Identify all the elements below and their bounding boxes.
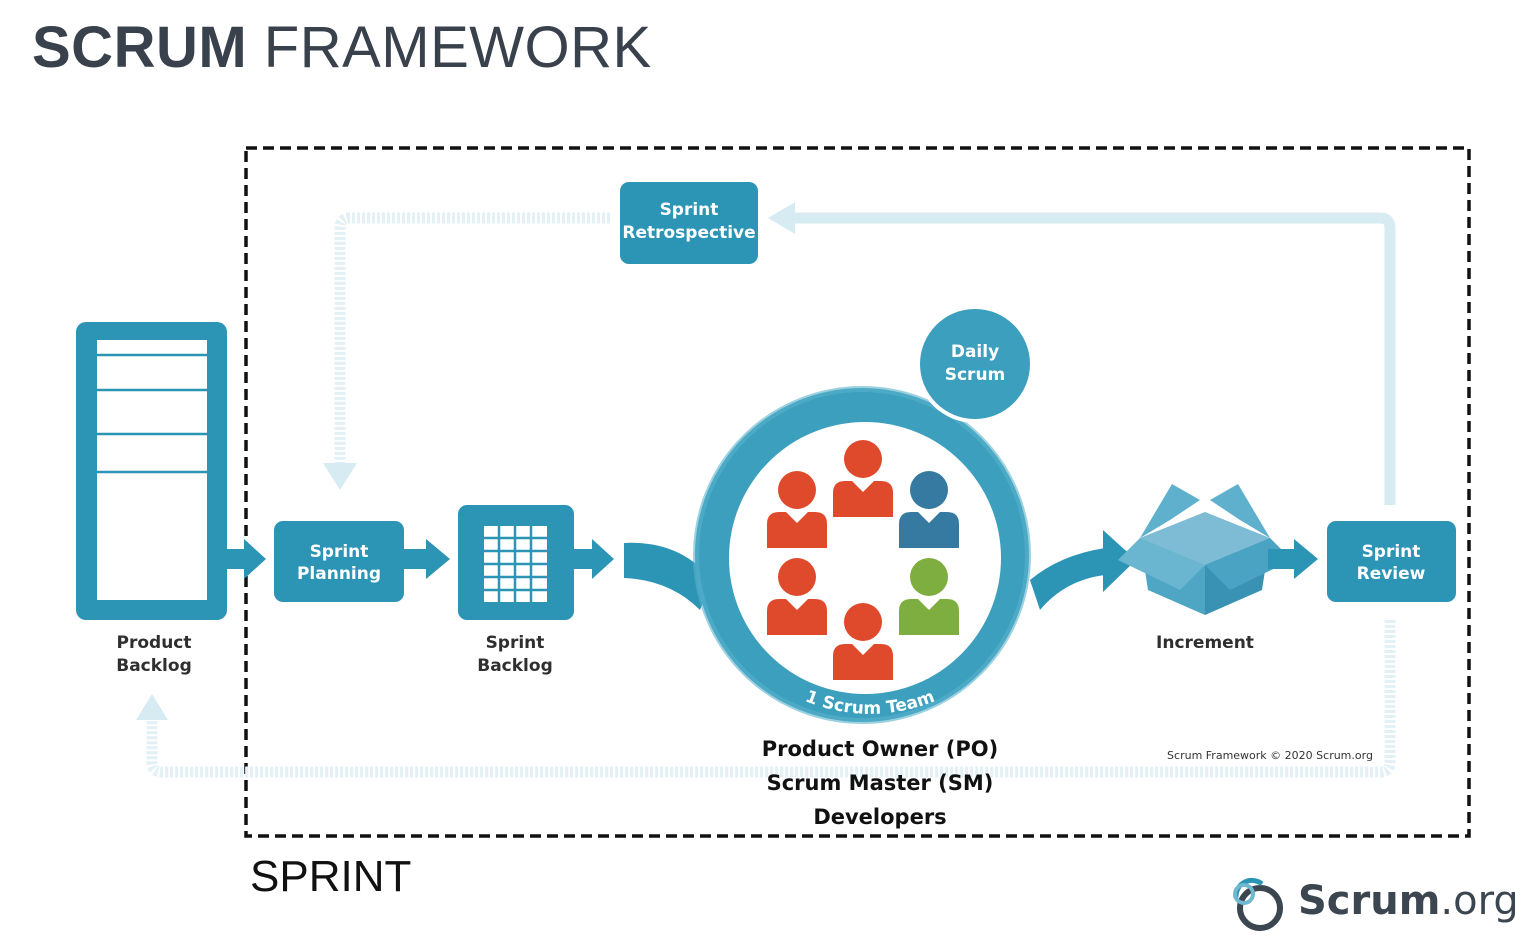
copyright-text: Scrum Framework © 2020 Scrum.org: [1167, 749, 1373, 762]
role-developers: Developers: [813, 805, 947, 829]
increment-box-icon: [1118, 484, 1292, 615]
arrow-backlog-to-sprint: [574, 539, 614, 579]
increment-label: Increment: [1156, 633, 1254, 653]
sprint-retrospective-label-1: Sprint: [660, 200, 719, 220]
person-icon: [833, 440, 893, 517]
sprint-review-label-1: Sprint: [1362, 542, 1421, 562]
arrow-increment-to-review: [1268, 539, 1318, 579]
title-rest: FRAMEWORK: [263, 15, 652, 80]
person-icon: [899, 471, 959, 548]
sprint-backlog-label-1: Sprint: [486, 633, 545, 653]
product-backlog-icon: [76, 322, 227, 620]
product-backlog-label-2: Backlog: [116, 656, 192, 676]
scrum-team-members: [767, 440, 959, 680]
daily-scrum-label-1: Daily: [951, 342, 999, 362]
retrospective-loop-arrow: [323, 202, 1396, 505]
sprint-boundary: [244, 146, 1471, 838]
page-title: SCRUM FRAMEWORK: [32, 14, 652, 81]
arrow-ring-to-increment: [1030, 530, 1136, 610]
person-icon: [833, 603, 893, 680]
sprint-backlog-label-2: Backlog: [477, 656, 553, 676]
sprint-planning-label-1: Sprint: [310, 542, 369, 562]
sprint-retrospective-label-2: Retrospective: [622, 223, 755, 243]
person-icon: [899, 558, 959, 635]
role-scrum-master: Scrum Master (SM): [766, 771, 994, 795]
sprint-review-box: Sprint Review: [1327, 521, 1456, 602]
title-bold: SCRUM: [32, 15, 248, 80]
sprint-review-label-2: Review: [1357, 564, 1426, 584]
sprint-retrospective-box: Sprint Retrospective: [620, 182, 758, 264]
person-icon: [767, 558, 827, 635]
review-to-backlog-arrow: [136, 620, 1396, 778]
role-product-owner: Product Owner (PO): [761, 737, 999, 761]
daily-scrum-circle: Daily Scrum: [916, 305, 1034, 423]
arrow-planning-to-backlog: [404, 539, 450, 579]
person-icon: [767, 471, 827, 548]
sprint-backlog-icon: [458, 505, 574, 620]
sprint-planning-box: Sprint Planning: [274, 521, 404, 602]
swoosh-into-ring: [624, 542, 712, 610]
daily-scrum-label-2: Scrum: [945, 365, 1006, 385]
arrow-backlog-to-planning: [227, 539, 266, 579]
scrum-org-logo: Scrum.org™: [1222, 872, 1515, 938]
sprint-planning-label-2: Planning: [297, 564, 381, 584]
scrum-roles-list: Product Owner (PO) Scrum Master (SM) Dev…: [720, 732, 1040, 834]
logo-main-text: Scrum: [1298, 878, 1441, 924]
logo-suffix-text: .org: [1440, 878, 1515, 924]
product-backlog-label-1: Product: [117, 633, 192, 653]
scrum-logo-icon: [1233, 877, 1283, 931]
sprint-label: SPRINT: [250, 852, 412, 901]
